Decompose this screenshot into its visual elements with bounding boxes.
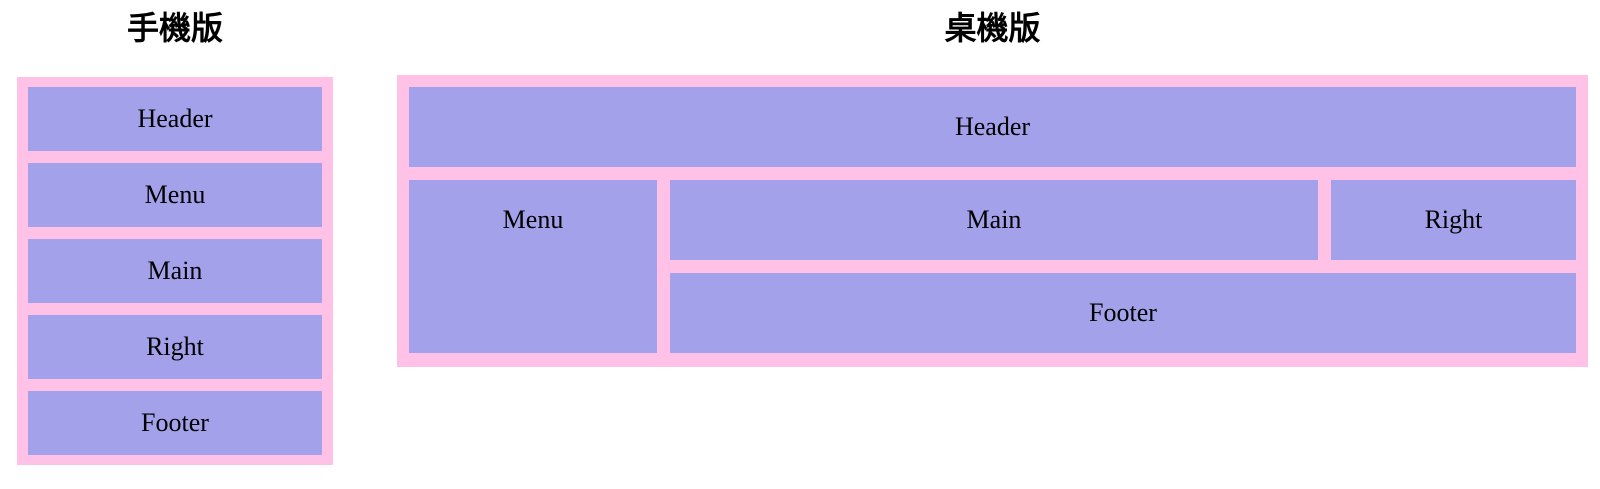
mobile-box-footer: Footer [28,391,322,455]
desktop-box-menu: Menu [409,180,657,353]
box-label: Header [137,104,213,133]
box-label: Right [146,332,204,361]
mobile-box-main: Main [28,239,322,303]
mobile-box-menu: Menu [28,163,322,227]
desktop-box-footer: Footer [670,273,1576,353]
box-label: Footer [141,408,209,437]
box-label: Menu [502,205,564,234]
box-label: Menu [144,180,206,209]
mobile-layout-container: Header Menu Main Right Footer [17,77,333,465]
desktop-layout-title: 桌機版 [944,10,1041,46]
box-label: Header [954,112,1031,141]
mobile-layout-title: 手機版 [126,10,223,46]
mobile-box-header: Header [28,87,322,151]
box-label: Footer [1089,298,1157,327]
desktop-layout-panel: 桌機版 Header Menu Main Right Footer [397,10,1588,367]
mobile-layout-panel: 手機版 Header Menu Main Right Footer [17,10,333,465]
box-label: Right [1424,205,1483,234]
desktop-box-right: Right [1331,180,1576,260]
desktop-layout-container: Header Menu Main Right Footer [397,75,1588,367]
mobile-box-right: Right [28,315,322,379]
desktop-box-header: Header [409,87,1576,167]
box-label: Main [147,256,203,285]
box-label: Main [966,205,1022,234]
desktop-box-main: Main [670,180,1318,260]
